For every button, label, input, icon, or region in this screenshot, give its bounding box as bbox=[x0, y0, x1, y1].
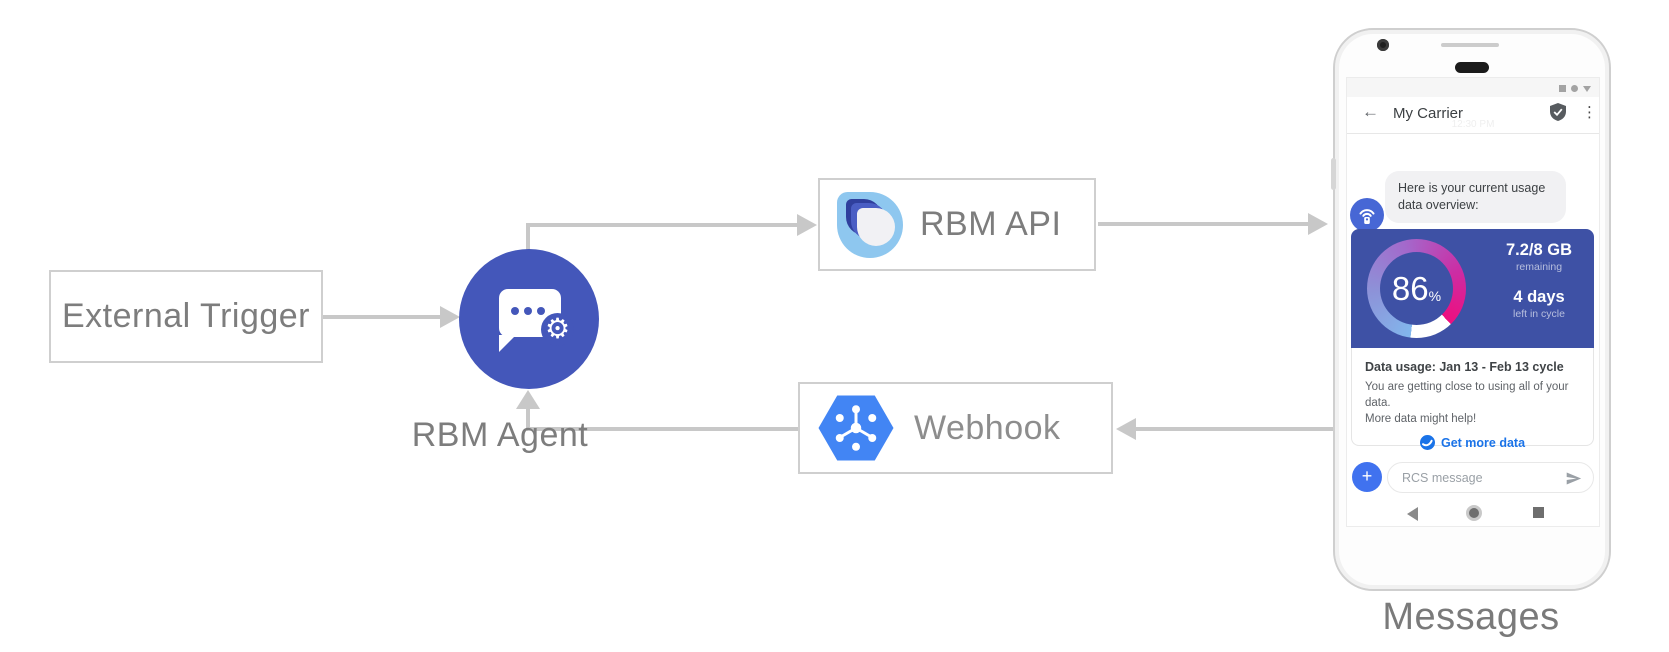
top-bezel-line bbox=[1441, 43, 1499, 47]
status-circle-icon bbox=[1571, 85, 1578, 92]
verified-shield-icon bbox=[1550, 103, 1566, 121]
arrow-agent-to-api-vertical bbox=[526, 223, 530, 252]
chat-dot bbox=[511, 307, 519, 315]
agent-message-line2: data overview: bbox=[1398, 197, 1479, 212]
external-trigger-label: External Trigger bbox=[62, 297, 310, 335]
status-bar bbox=[1347, 78, 1599, 97]
earpiece-speaker bbox=[1455, 62, 1489, 73]
arrow-webhook-to-agent-line bbox=[527, 427, 799, 431]
rbm-agent-node: ⚙ bbox=[459, 249, 599, 389]
rbm-api-label: RBM API bbox=[920, 205, 1062, 243]
sim-tray bbox=[1331, 158, 1336, 190]
arrow-api-to-phone-head bbox=[1308, 213, 1328, 235]
messages-caption: Messages bbox=[1382, 596, 1560, 638]
gauge-center: 86 % bbox=[1380, 252, 1453, 325]
overflow-menu-icon[interactable]: ⋮ bbox=[1582, 104, 1597, 121]
back-arrow-icon[interactable]: ← bbox=[1362, 102, 1379, 121]
usage-donut-gauge: 86 % bbox=[1367, 239, 1466, 338]
arrow-external-to-agent-head bbox=[440, 306, 460, 328]
gear-icon: ⚙ bbox=[544, 312, 571, 345]
get-more-data-label: Get more data bbox=[1440, 435, 1526, 450]
data-globe-icon bbox=[1419, 435, 1435, 451]
webhook-node: Webhook bbox=[798, 382, 1113, 474]
status-square-icon bbox=[1559, 85, 1566, 92]
usage-card-title: Data usage: Jan 13 - Feb 13 cycle bbox=[1365, 360, 1564, 374]
days-left-caption: left in cycle bbox=[1513, 308, 1565, 320]
phone-screen: ← My Carrier ⋮ 12:30 PM Here is your cur… bbox=[1347, 78, 1599, 526]
arrow-agent-to-api-line bbox=[526, 223, 798, 227]
status-triangle-icon bbox=[1583, 86, 1591, 92]
chat-dot bbox=[524, 307, 532, 315]
quota-caption: remaining bbox=[1515, 261, 1563, 273]
usage-card-text: You are getting close to using all of yo… bbox=[1365, 379, 1580, 427]
external-trigger-node: External Trigger bbox=[49, 270, 323, 363]
nav-recents-button[interactable] bbox=[1533, 507, 1544, 518]
nav-home-button[interactable] bbox=[1466, 505, 1482, 521]
attach-plus-button[interactable]: + bbox=[1352, 462, 1382, 492]
agent-avatar bbox=[1350, 198, 1384, 232]
usage-card-text-line2: More data might help! bbox=[1365, 413, 1477, 426]
usage-stats: 7.2/8 GB remaining 4 days left in cycle bbox=[1489, 241, 1589, 320]
gauge-percent-sign: % bbox=[1428, 287, 1442, 304]
header-divider bbox=[1347, 133, 1599, 134]
antenna-icon bbox=[1359, 209, 1375, 224]
arrow-phone-to-webhook-head bbox=[1116, 418, 1136, 440]
conversation-title: My Carrier bbox=[1393, 105, 1463, 122]
rbm-api-logo-icon bbox=[837, 191, 903, 258]
rbm-agent-label: RBM Agent bbox=[411, 416, 589, 454]
days-left-value: 4 days bbox=[1513, 288, 1565, 306]
message-input-pill bbox=[1387, 462, 1594, 493]
phone-mockup: ← My Carrier ⋮ 12:30 PM Here is your cur… bbox=[1331, 28, 1611, 591]
google-cloud-hexagon-icon bbox=[818, 395, 894, 461]
usage-card-text-line1: You are getting close to using all of yo… bbox=[1365, 381, 1569, 410]
rbm-api-node: RBM API bbox=[818, 178, 1096, 271]
arrow-external-to-agent-line bbox=[323, 315, 442, 319]
chat-bubble-tail bbox=[499, 335, 516, 352]
arrow-api-to-phone-line bbox=[1098, 222, 1309, 226]
chat-dot bbox=[537, 307, 545, 315]
logo-teardrop bbox=[857, 207, 895, 246]
front-camera-dot bbox=[1377, 39, 1389, 51]
webhook-label: Webhook bbox=[914, 408, 1061, 447]
agent-message-line1: Here is your current usage bbox=[1398, 181, 1546, 195]
arrow-phone-to-webhook-line bbox=[1136, 427, 1334, 431]
rcs-message-input[interactable] bbox=[1402, 464, 1552, 491]
arrow-webhook-to-agent-head bbox=[516, 390, 540, 409]
usage-card-body: Data usage: Jan 13 - Feb 13 cycle You ar… bbox=[1351, 348, 1594, 451]
quota-value: 7.2/8 GB bbox=[1505, 241, 1573, 259]
send-icon[interactable] bbox=[1565, 470, 1582, 487]
get-more-data-button[interactable]: Get more data bbox=[1365, 435, 1580, 451]
usage-card-media: 86 % 7.2/8 GB remaining 4 days left in c… bbox=[1351, 229, 1594, 348]
gear-backdrop bbox=[541, 313, 574, 346]
arrow-agent-to-api-head bbox=[797, 214, 817, 236]
gauge-percent: 86 bbox=[1391, 269, 1429, 307]
arrow-webhook-to-agent-vertical bbox=[526, 408, 530, 430]
timestamp: 12:30 PM bbox=[1451, 119, 1495, 130]
nav-back-button[interactable] bbox=[1407, 507, 1418, 521]
agent-message-bubble: Here is your current usage data overview… bbox=[1385, 171, 1566, 223]
